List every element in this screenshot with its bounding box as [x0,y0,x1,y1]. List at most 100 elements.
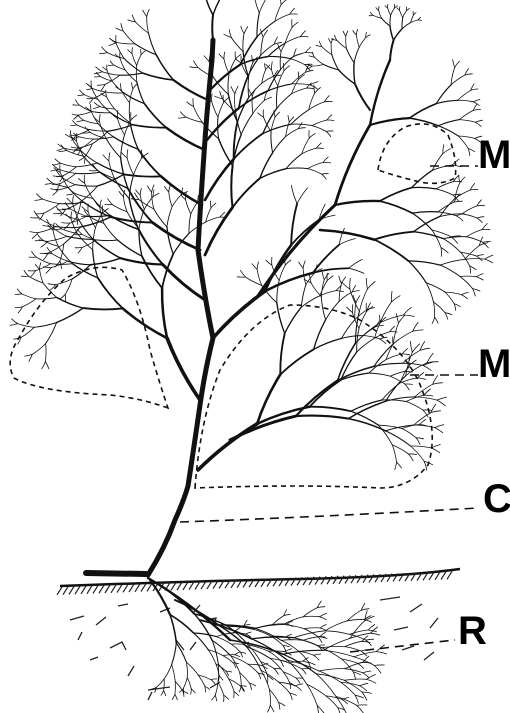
branch-2-tip [399,316,405,323]
branch-right-low [374,232,413,240]
root-3-tip [358,663,364,668]
branch-7-tip [74,115,79,119]
branch-8-tip [121,24,123,32]
root-0-tip [235,652,240,655]
root-0 [186,662,187,677]
branch-right-low-tip [432,317,435,323]
branch-3-tip [349,259,363,268]
branch-1-tip [409,454,414,461]
branch-12-tip [306,47,311,53]
root-0-tip [164,691,166,696]
branch-7 [125,70,137,82]
branch-5 [76,172,100,173]
branch-right-m [438,126,458,136]
hatch-mark [63,587,68,595]
root-0 [172,665,176,682]
branch-1 [369,373,390,376]
branch-right-low [465,259,485,260]
branch-axis-right [335,125,370,205]
branch-right-mid-tip [443,149,451,154]
branch-1-tip [327,276,333,281]
branch-9-tip [323,157,328,163]
branch-right-left-tip [356,29,357,35]
branch-right-mid [335,201,380,205]
branch-0 [186,200,191,214]
root-3-tip [360,683,368,685]
branch-5 [39,218,56,227]
branch-right-low-tip [470,266,471,273]
branch-4 [85,183,93,198]
branch-6 [130,89,133,103]
branch-7-tip [73,121,77,125]
branch-right-crown [403,11,407,18]
branch-4-tip [54,213,62,214]
branch-right-left [322,47,332,55]
branch-right-low [440,265,460,276]
branch-5-tip [36,213,44,214]
branch-0 [57,298,83,309]
root-3 [307,684,317,705]
root-2 [261,670,279,682]
branch-0-tip [108,199,113,205]
branch-5 [43,199,60,204]
branch-7 [105,92,123,93]
branch-1 [363,336,379,340]
branch-right-low-tip [470,183,475,190]
branch-8-tip [97,84,105,85]
branch-right-mid [438,202,454,212]
branch-4 [90,258,120,265]
branch-1-tip [390,326,395,332]
branch-1 [285,307,302,333]
branch-right-m [458,90,471,100]
branch-group-outline-upper [378,124,456,183]
branch-2-tip [413,322,418,331]
branch-9 [260,153,273,179]
branch-right-mid-tip [454,201,462,202]
branch-6-tip [77,120,84,121]
root-1-tip [241,686,244,691]
branch-right-low-tip [461,295,467,299]
branch-right-left [346,48,354,62]
branch-2-tip [427,353,433,363]
branch-axis-right [370,60,390,125]
branch-right-left [332,55,339,70]
branch-12 [268,43,285,57]
branch-5 [56,227,80,228]
root-1 [248,664,258,673]
branch-10-tip [327,115,332,120]
branch-right-low [408,261,440,265]
branch-0-tip [15,294,22,295]
branch-right-crown [388,8,391,15]
branch-11 [268,70,281,91]
branch-right-mid-tip [443,145,444,154]
branch-2 [386,431,411,446]
root-3 [252,637,294,639]
branch-7-tip [80,90,85,95]
branch-0-tip [119,191,123,196]
root-1 [273,616,284,625]
root-4 [283,654,316,674]
branch-0 [45,344,46,362]
branch-0 [39,269,43,283]
branch-13 [212,15,213,40]
branch-right-left-tip [346,31,348,36]
root-1-tip [215,695,216,701]
branch-2-tip [432,448,440,453]
branch-right-m [458,100,474,102]
branch-right-low [462,214,477,218]
branch-1-tip [285,260,291,265]
root-2-tip [318,637,322,643]
root-0 [187,678,191,689]
root-2-tip [318,645,325,646]
branch-2-tip [432,445,441,448]
branch-1-tip [252,264,257,270]
branch-9 [271,132,273,153]
branch-1-tip [395,462,397,470]
root-2-tip [314,654,321,655]
root-2 [283,617,303,625]
hatch-mark [57,587,62,595]
branch-1-tip [424,395,433,396]
branch-right-mid-tip [453,194,461,195]
branch-11 [231,38,243,52]
branch-right-low [460,277,473,289]
